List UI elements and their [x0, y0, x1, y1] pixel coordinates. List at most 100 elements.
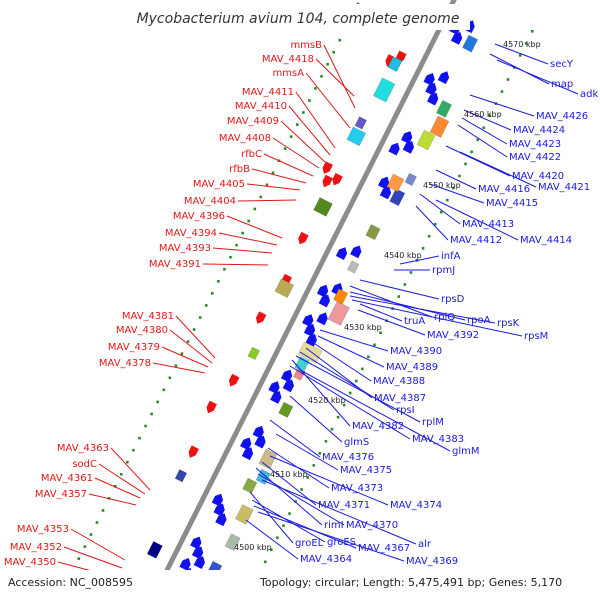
colored-feature-block — [235, 504, 254, 525]
track-dot — [367, 355, 370, 359]
forward-gene-arrow — [303, 324, 316, 337]
label-leader-layer — [57, 43, 579, 579]
forward-gene-arrow — [423, 73, 435, 86]
track-dot — [356, 2, 360, 6]
genome-backbone — [149, 0, 457, 600]
gene-label-mav_4423: MAV_4423 — [509, 139, 561, 150]
track-dot — [433, 222, 437, 226]
leader-line — [261, 479, 417, 545]
leader-line — [289, 395, 343, 443]
track-dot — [300, 488, 303, 491]
forward-gene-arrow — [240, 437, 252, 451]
gene-label-mav_4363: MAV_4363 — [57, 443, 109, 454]
track-dot — [518, 54, 522, 57]
track-dot — [458, 174, 461, 178]
forward-gene-arrow — [350, 245, 362, 259]
colored-feature-block — [416, 129, 436, 151]
track-dot — [235, 243, 238, 247]
track-layer — [77, 0, 534, 600]
track-dot — [259, 195, 263, 199]
gene-label-rpsi: rpsI — [396, 405, 415, 416]
leader-line — [70, 528, 126, 561]
track-dot — [95, 521, 99, 524]
gene-label-mav_4353: MAV_4353 — [17, 524, 69, 535]
gene-label-mav_4369: MAV_4369 — [406, 556, 458, 567]
colored-feature-block — [429, 115, 450, 138]
leader-line — [457, 124, 508, 158]
colored-feature-block — [373, 77, 396, 103]
track-dot — [288, 512, 291, 515]
leader-line — [461, 117, 508, 145]
gene-label-adk: adk — [580, 89, 598, 100]
colored-feature-block — [294, 356, 310, 373]
leader-line — [275, 433, 339, 471]
gene-label-mav_4357: MAV_4357 — [35, 489, 87, 500]
track-dot — [113, 485, 117, 488]
gene-label-rplq: rplQ — [434, 312, 455, 323]
track-dot — [324, 439, 328, 443]
kbp-scale-label: 4510 kbp — [270, 470, 308, 479]
track-dot — [265, 183, 269, 187]
leader-line — [415, 205, 449, 241]
forward-gene-arrow — [402, 140, 415, 154]
feature-layer — [143, 20, 479, 596]
forward-gene-arrow — [213, 503, 225, 517]
forward-gene-arrow — [378, 176, 390, 190]
gene-label-mav_4424: MAV_4424 — [513, 125, 565, 136]
leader-line — [249, 491, 294, 544]
track-dot — [409, 271, 413, 274]
reverse-gene-arrow — [255, 311, 267, 324]
forward-gene-arrow — [254, 435, 266, 449]
gene-label-mav_4393: MAV_4393 — [159, 243, 211, 254]
track-dot — [211, 292, 214, 295]
forward-gene-arrow — [252, 425, 264, 439]
gene-label-map: map — [551, 79, 573, 90]
leader-line — [429, 183, 485, 204]
leader-line — [263, 153, 314, 177]
gene-label-mav_4370: MAV_4370 — [346, 520, 398, 531]
track-dot — [132, 448, 135, 452]
track-dot — [348, 391, 352, 395]
leader-line — [496, 59, 579, 95]
track-dot — [308, 99, 311, 102]
track-dot — [223, 267, 226, 271]
colored-feature-block — [247, 346, 260, 361]
gene-label-rfbb: rfbB — [229, 164, 250, 175]
gene-label-rimi: rimI — [324, 520, 344, 531]
leader-line — [445, 145, 511, 177]
track-dot — [373, 343, 376, 347]
track-dot — [531, 29, 534, 33]
track-dot — [379, 331, 382, 335]
kbp-scale-label: 4560 kbp — [464, 110, 502, 119]
title-backdrop — [130, 4, 470, 30]
leader-line — [435, 199, 519, 241]
track-dot — [295, 123, 299, 126]
leader-line — [202, 263, 269, 266]
forward-gene-arrow — [316, 284, 329, 298]
track-dot — [330, 427, 334, 431]
track-dot — [476, 138, 479, 142]
forward-gene-arrow — [241, 447, 254, 461]
forward-gene-arrow — [318, 294, 330, 308]
forward-gene-arrow — [335, 247, 348, 260]
colored-feature-block — [354, 116, 367, 130]
track-dot — [247, 219, 251, 223]
track-dot — [427, 234, 431, 238]
gene-label-alr: alr — [418, 539, 432, 550]
forward-gene-arrow — [400, 131, 413, 144]
track-dot — [241, 231, 244, 235]
colored-feature-block — [258, 448, 278, 470]
leader-line — [246, 183, 301, 191]
leader-line — [251, 499, 326, 543]
kbp-scale-label: 4540 kbp — [384, 251, 422, 260]
track-dot — [192, 328, 196, 331]
forward-gene-arrow — [316, 312, 328, 326]
track-dot — [180, 352, 184, 355]
gene-label-rfbc: rfbC — [241, 149, 262, 160]
leader-line — [63, 546, 123, 569]
gene-label-mav_4418: MAV_4418 — [262, 54, 314, 65]
leader-line — [435, 169, 477, 190]
kbp-scale-label: 4500 kbp — [234, 543, 272, 552]
leader-line — [359, 279, 440, 300]
leader-line — [289, 365, 411, 440]
